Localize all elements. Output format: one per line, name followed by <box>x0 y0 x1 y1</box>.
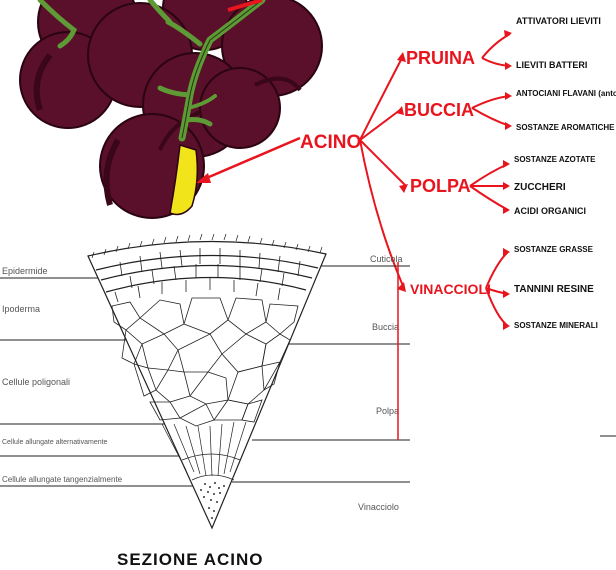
leaf-sostanze-aromatiche: SOSTANZE AROMATICHE <box>516 123 615 132</box>
leaf-zuccheri: ZUCCHERI <box>514 182 566 193</box>
branch-label-vinaccioli: VINACCIOLI <box>410 281 491 297</box>
section-title: SEZIONE ACINO <box>117 550 264 569</box>
leaf-sostanze-minerali: SOSTANZE MINERALI <box>514 321 598 330</box>
branch-label-buccia: BUCCIA <box>404 100 474 120</box>
label-cellule-poligonali: Cellule poligonali <box>2 377 70 387</box>
label-buccia: Buccia <box>372 322 399 332</box>
leaf-tannini-resine: TANNINI RESINE <box>514 284 594 295</box>
label-vinacciolo: Vinacciolo <box>358 502 399 512</box>
label-ipoderma: Ipoderma <box>2 304 40 314</box>
leaf-sostanze-grasse: SOSTANZE GRASSE <box>514 245 594 254</box>
leaf-sostanze-azotate: SOSTANZE AZOTATE <box>514 155 596 164</box>
leaf-lieviti-batteri: LIEVITI BATTERI <box>516 60 587 70</box>
label-polpa: Polpa <box>376 406 399 416</box>
tree-root-label: ACINO <box>300 132 361 153</box>
grape-cluster <box>20 0 322 218</box>
label-epidermide: Epidermide <box>2 266 48 276</box>
leaf-acidi-organici: ACIDI ORGANICI <box>514 206 586 216</box>
label-cellule-allungate-alt: Cellule allungate alternativamente <box>2 439 108 446</box>
leaf-antociani-flavani: ANTOCIANI FLAVANI (antoci) TANNINI <box>516 89 616 98</box>
branch-label-polpa: POLPA <box>410 176 471 196</box>
leaf-attivatori-lieviti: ATTIVATORI LIEVITI <box>516 16 601 26</box>
grape-berries <box>20 0 322 218</box>
label-cellule-allungate-tang: Cellule allungate tangenzialmente <box>2 475 123 484</box>
branch-label-pruina: PRUINA <box>406 48 475 68</box>
